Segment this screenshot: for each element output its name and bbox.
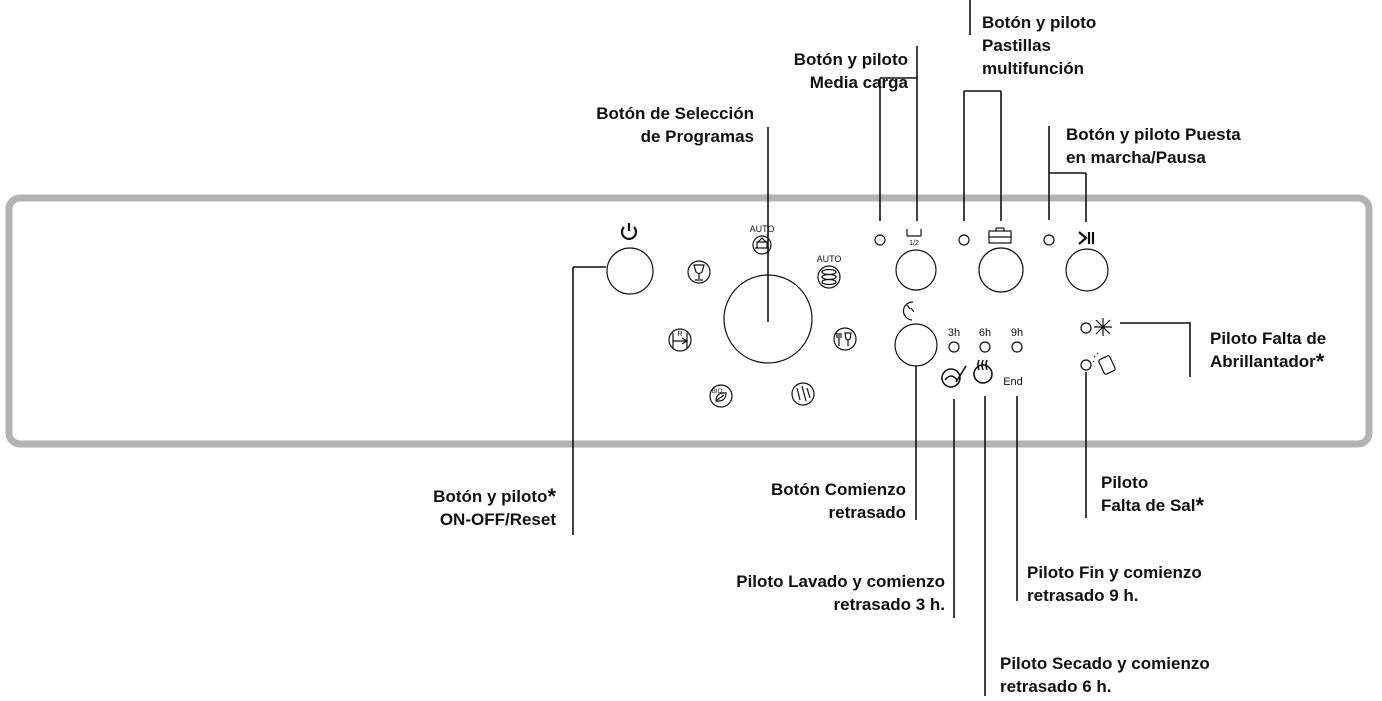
salt-icon: [1092, 352, 1116, 375]
wash-icon: [941, 365, 967, 388]
half-load-led: [874, 234, 886, 246]
panel-frame: [5, 194, 1373, 448]
led-9h: [1011, 341, 1023, 353]
clock-icon: [902, 301, 915, 321]
label-salt: Piloto Falta de Sal*: [1101, 473, 1205, 518]
label-delay-start: Botón Comienzo retrasado: [770, 480, 906, 522]
tablets-button[interactable]: [978, 247, 1024, 293]
tablets-led: [958, 234, 970, 246]
start-pause-led: [1043, 234, 1055, 246]
rinse-aid-led: [1080, 322, 1092, 334]
bio-eco-icon: [709, 384, 733, 408]
label-dry-6h: Piloto Secado y comienzo retrasado 6 h.: [1000, 654, 1210, 696]
salt-led: [1080, 359, 1092, 371]
label-end-9h: Piloto Fin y comienzo retrasado 9 h.: [1027, 563, 1202, 605]
label-wash-3h: Piloto Lavado y comienzo retrasado 3 h.: [736, 572, 945, 614]
half-label: 1/2: [909, 240, 919, 247]
label-9h: 9h: [1011, 327, 1023, 339]
label-rinse-aid: Piloto Falta de Abrillantador*: [1210, 329, 1327, 374]
leader-rinse-aid: [1120, 322, 1191, 377]
auto-label-left: AUTO: [750, 224, 775, 234]
play-pause-icon: [1078, 231, 1095, 245]
leader-tablets: [963, 0, 1002, 221]
led-3h: [948, 341, 960, 353]
leader-on-off: [572, 266, 606, 535]
led-6h: [979, 341, 991, 353]
auto-label-right: AUTO: [817, 254, 842, 264]
label-on-off: Botón y piloto* ON-OFF/Reset: [433, 484, 556, 529]
delay-start-button[interactable]: [894, 323, 938, 367]
end-label: End: [1003, 376, 1023, 388]
half-load-button[interactable]: [895, 249, 937, 291]
power-icon: [620, 223, 638, 240]
mixed-icon: [833, 327, 857, 351]
label-start-pause: Botón y piloto Puesta en marcha/Pausa: [1066, 125, 1241, 167]
half-load-icon: [906, 229, 922, 237]
dry-icon: [973, 359, 993, 384]
on-off-button[interactable]: [606, 247, 654, 295]
label-half-load: Botón y piloto Media carga: [793, 50, 908, 92]
label-program-select: Botón de Selección de Programas: [596, 104, 754, 146]
label-6h: 6h: [979, 327, 991, 339]
glass-icon: [687, 260, 711, 284]
label-tablets: Botón y piloto Pastillas multifunción: [982, 13, 1097, 78]
leader-half-load: [879, 46, 918, 221]
auto-normal-icon: [817, 265, 841, 289]
leader-start-pause: [1048, 126, 1087, 222]
start-pause-button[interactable]: [1065, 248, 1109, 292]
rinse-r-label: R: [677, 331, 682, 338]
tablet-icon: [988, 227, 1012, 244]
sparkle-icon: [1094, 318, 1112, 336]
bio-label: BIO: [712, 389, 723, 395]
label-3h: 3h: [948, 327, 960, 339]
rinse-icon: [668, 328, 692, 352]
quick-wash-icon: [791, 382, 815, 406]
auto-intensive-icon: [752, 235, 772, 255]
